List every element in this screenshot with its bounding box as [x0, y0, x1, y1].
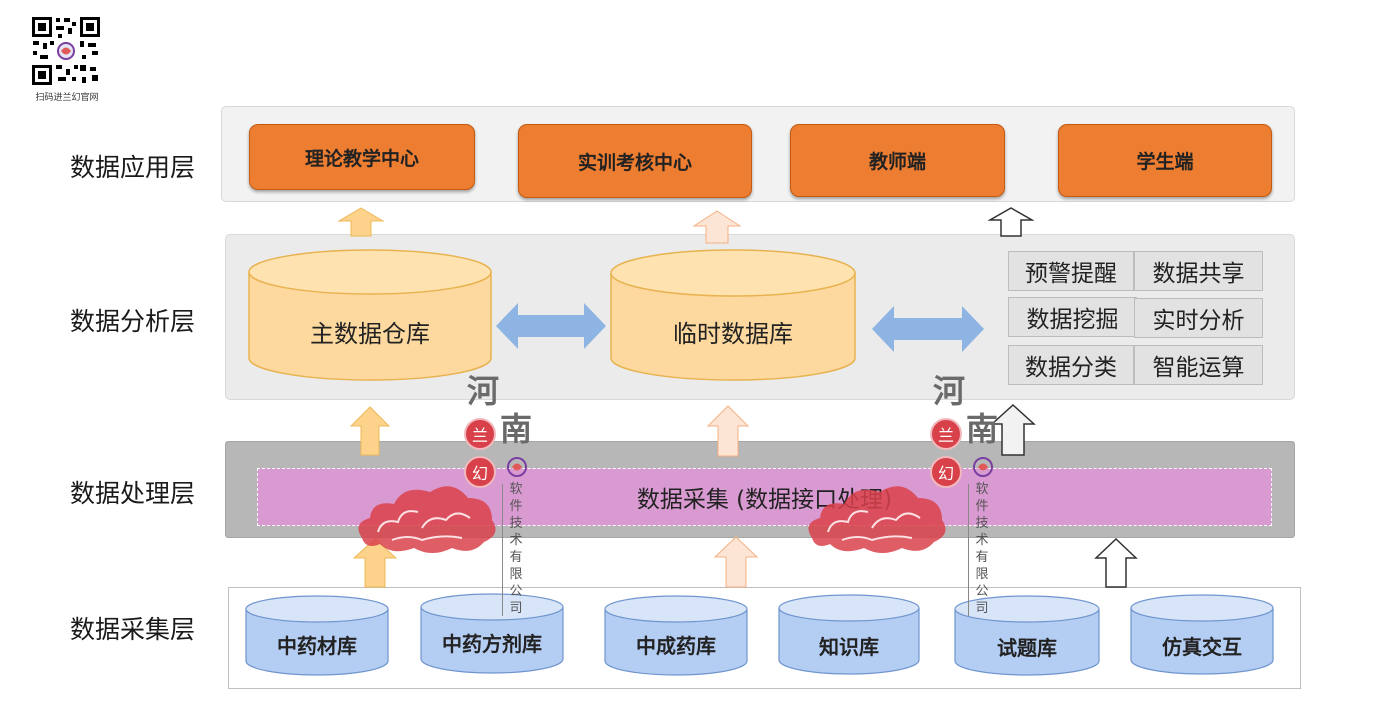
- source-question-bank-db[interactable]: 试题库: [953, 595, 1101, 677]
- watermark-swirl-icon: [507, 457, 527, 477]
- source-knowledge-db[interactable]: 知识库: [777, 594, 921, 676]
- watermark-swirl-icon: [973, 457, 993, 477]
- source-simulation-interaction-db[interactable]: 仿真交互: [1129, 594, 1275, 676]
- source-chinese-herbs-db[interactable]: 中药材库: [244, 595, 390, 677]
- layer-label-collection: 数据采集层: [70, 615, 196, 644]
- up-arrow-icon: [988, 207, 1034, 237]
- temporary-database[interactable]: 临时数据库: [609, 248, 857, 382]
- up-arrow-icon: [349, 406, 391, 456]
- main-data-warehouse-label: 主数据仓库: [310, 320, 430, 348]
- double-arrow-warehouse-temp: [496, 303, 606, 349]
- feature-early-warning[interactable]: 预警提醒: [1008, 251, 1134, 291]
- watermark-divider: [968, 484, 969, 616]
- feature-intelligent-computing[interactable]: 智能运算: [1134, 345, 1263, 385]
- watermark-badge: 兰: [464, 418, 496, 450]
- source-prescriptions-db[interactable]: 中药方剂库: [419, 593, 565, 675]
- watermark-province-char: 南: [500, 410, 533, 448]
- watermark-province-char: 河: [933, 372, 966, 410]
- qr-code[interactable]: [30, 15, 102, 87]
- module-practical-assessment-center[interactable]: 实训考核中心: [518, 124, 752, 198]
- collection-layer-panel: [228, 587, 1301, 689]
- cylinder-shape: [1130, 594, 1274, 675]
- cylinder-shape: [420, 593, 564, 674]
- source-patent-medicine-db[interactable]: 中成药库: [603, 595, 749, 677]
- watermark-badge: 幻: [464, 456, 496, 488]
- layer-label-application: 数据应用层: [70, 153, 196, 182]
- feature-realtime-analysis[interactable]: 实时分析: [1134, 298, 1263, 338]
- source-label: 知识库: [819, 635, 879, 659]
- cylinder-shape: [248, 249, 492, 381]
- up-arrow-icon: [1094, 538, 1138, 588]
- watermark-logo: 河 南 兰 幻 软件技术有限公司: [352, 366, 552, 616]
- watermark-badge: 幻: [930, 456, 962, 488]
- cylinder-shape: [954, 595, 1100, 676]
- cylinder-shape: [610, 249, 856, 381]
- up-arrow-icon: [337, 207, 385, 237]
- watermark-cloud-icon: [358, 486, 496, 553]
- watermark-divider: [502, 484, 503, 616]
- up-arrow-icon: [706, 405, 750, 457]
- double-arrow-temp-features: [872, 306, 984, 352]
- watermark-badge: 兰: [930, 418, 962, 450]
- main-data-warehouse[interactable]: 主数据仓库: [247, 248, 493, 382]
- source-label: 仿真交互: [1162, 635, 1242, 659]
- watermark-cloud-icon: [808, 486, 946, 553]
- up-arrow-icon: [990, 404, 1036, 456]
- source-label: 中药方剂库: [442, 632, 542, 656]
- temporary-database-label: 临时数据库: [673, 320, 793, 348]
- watermark-company-vertical: 软件技术有限公司: [975, 482, 989, 616]
- feature-data-mining[interactable]: 数据挖掘: [1008, 297, 1137, 337]
- module-theory-teaching-center[interactable]: 理论教学中心: [249, 124, 475, 190]
- up-arrow-icon: [692, 210, 742, 244]
- cylinder-shape: [778, 594, 920, 675]
- source-label: 试题库: [997, 636, 1057, 660]
- module-student-client[interactable]: 学生端: [1058, 124, 1272, 197]
- watermark-province-char: 河: [467, 372, 500, 410]
- up-arrow-icon: [352, 538, 398, 588]
- cylinder-shape: [604, 595, 748, 676]
- layer-label-analysis: 数据分析层: [70, 307, 196, 336]
- watermark-company-vertical: 软件技术有限公司: [509, 482, 523, 616]
- feature-data-sharing[interactable]: 数据共享: [1134, 251, 1263, 291]
- source-label: 中成药库: [636, 634, 716, 658]
- feature-data-classification[interactable]: 数据分类: [1008, 345, 1134, 385]
- up-arrow-icon: [713, 536, 759, 588]
- watermark-logo: 河 南 兰 幻 软件技术有限公司: [808, 366, 1018, 616]
- layer-label-processing: 数据处理层: [70, 479, 196, 508]
- source-label: 中药材库: [277, 634, 357, 658]
- qr-caption: 扫码进兰幻官网: [35, 93, 99, 103]
- module-teacher-client[interactable]: 教师端: [790, 124, 1005, 197]
- cylinder-shape: [245, 595, 389, 676]
- watermark-province-char: 南: [966, 410, 999, 448]
